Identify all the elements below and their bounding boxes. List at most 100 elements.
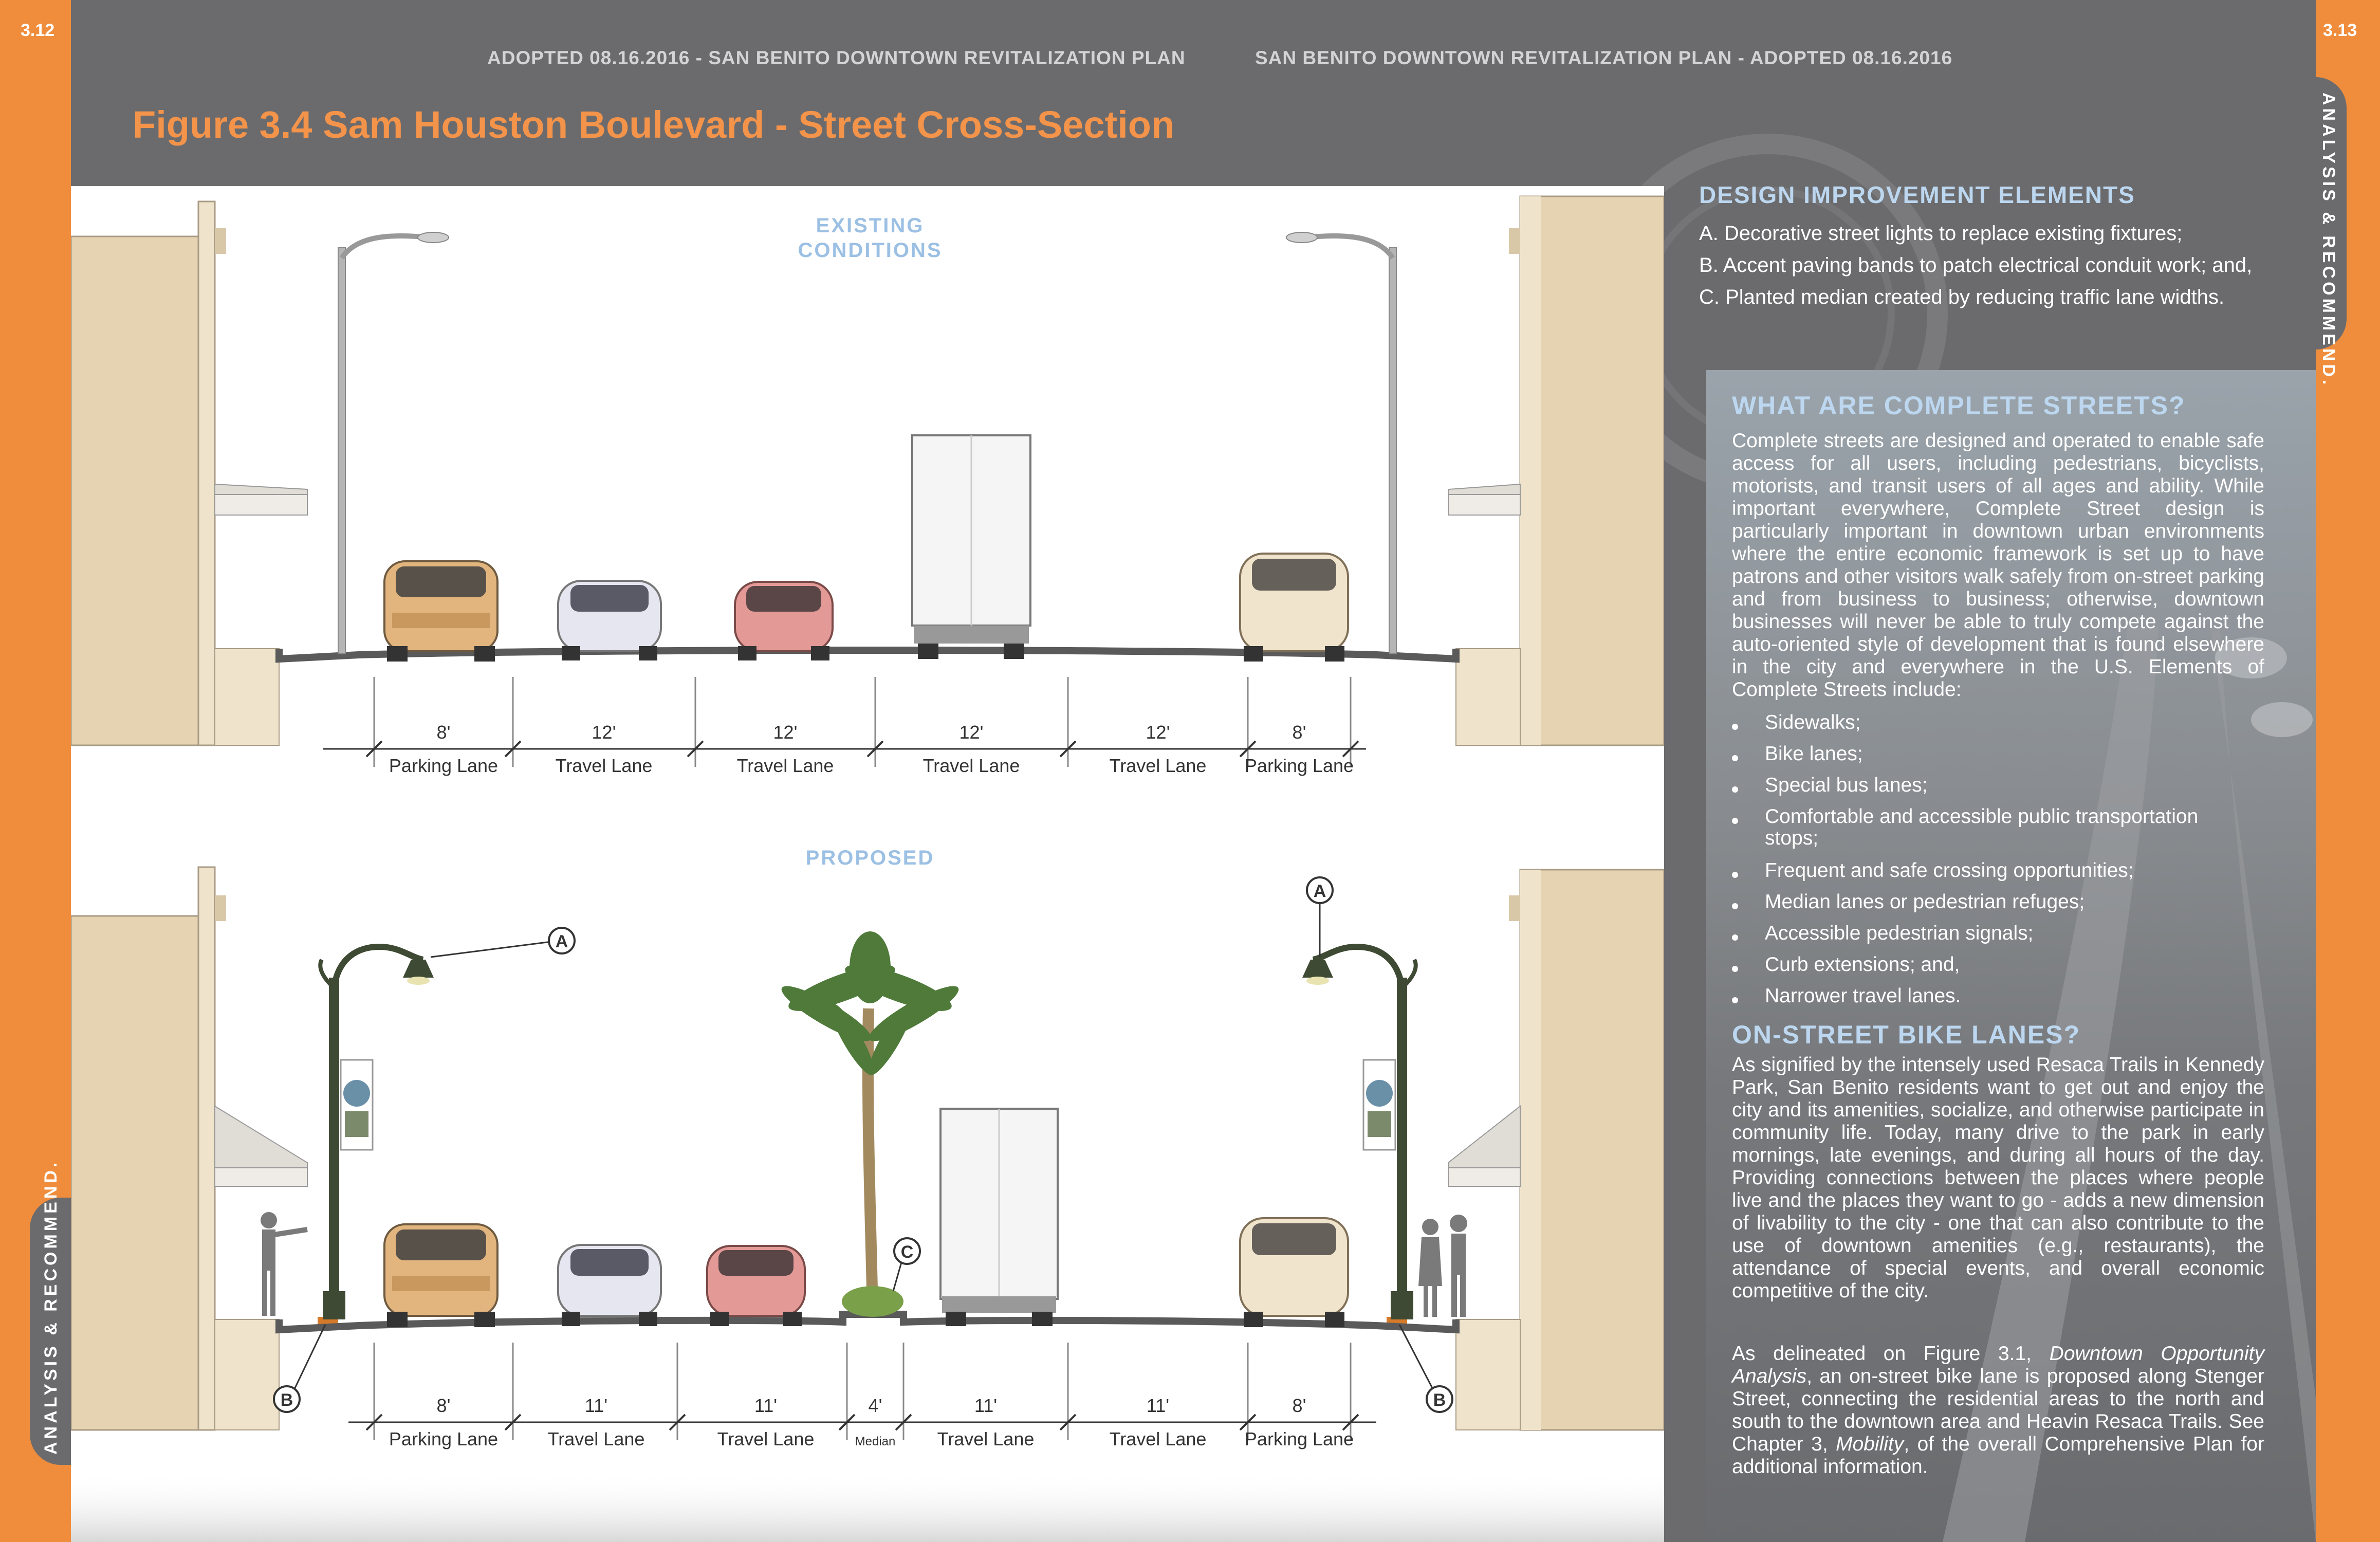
bullet-narrow-lanes: Narrower travel lanes. [1765, 985, 1961, 1007]
bullet-dot [1732, 997, 1738, 1003]
existing-road-surface [275, 647, 1460, 663]
existing-section: EXISTING CONDITIONS [71, 195, 1664, 776]
bullet-signals: Accessible pedestrian signals; [1765, 922, 2034, 944]
proposed-lane-2-width: 11' [585, 1395, 607, 1416]
existing-left-sidewalk [214, 648, 280, 746]
left-page-number: 3.12 [21, 21, 55, 40]
callout-b-right-letter: B [1433, 1390, 1446, 1410]
bullet-dot [1732, 903, 1738, 909]
bottom-fade [71, 1471, 1664, 1542]
existing-lane-1-width: 8' [437, 722, 451, 743]
proposed-label: PROPOSED [806, 847, 935, 869]
proposed-right-sidewalk [1455, 1319, 1521, 1430]
existing-lane-3-width: 12' [773, 722, 798, 743]
callout-c: C [892, 1237, 921, 1292]
callout-c-letter: C [901, 1242, 914, 1262]
bullet-bus-lanes: Special bus lanes; [1765, 774, 1928, 796]
existing-lane-6-name: Parking Lane [1245, 755, 1354, 776]
right-side-tab-label: ANALYSIS & RECOMMEND. [2319, 93, 2338, 388]
proposed-left-sidewalk [214, 1319, 280, 1430]
existing-lane-2-name: Travel Lane [556, 755, 653, 776]
proposed-lane-1-name: Parking Lane [389, 1428, 498, 1449]
design-item-a: A. Decorative street lights to replace e… [1699, 222, 2183, 245]
pedestrian-couple-right [1418, 1215, 1467, 1317]
decorative-street-light-right [1302, 943, 1418, 1319]
bullet-dot [1732, 934, 1738, 941]
right-page-number: 3.13 [2323, 21, 2357, 40]
existing-street-light-left [338, 232, 449, 654]
proposed-lane-7-name: Parking Lane [1245, 1428, 1354, 1449]
cross-section-svg: EXISTING CONDITIONS [71, 195, 1664, 1542]
bullet-sidewalks: Sidewalks; [1765, 711, 1861, 733]
proposed-right-building [1448, 869, 1664, 1431]
existing-lane-5-width: 12' [1146, 722, 1170, 743]
bullet-curb-extensions: Curb extensions; and, [1765, 953, 1960, 976]
bullet-transit-stops: Comfortable and accessible public transp… [1765, 805, 2199, 849]
existing-truck [911, 434, 1031, 659]
proposed-lane-5-width: 11' [974, 1395, 997, 1416]
callout-b-right: B [1398, 1324, 1453, 1413]
pedestrian-left [261, 1212, 308, 1316]
bullet-crossings: Frequent and safe crossing opportunities… [1765, 859, 2134, 882]
existing-car-3 [734, 581, 834, 660]
design-item-c: C. Planted median created by reducing tr… [1699, 286, 2225, 308]
existing-lane-2-width: 12' [592, 722, 616, 743]
design-item-b: B. Accent paving bands to patch electric… [1699, 254, 2253, 277]
existing-dimension-ticks [365, 740, 1359, 758]
proposed-median-name: Median [855, 1435, 896, 1448]
proposed-car-3 [706, 1245, 806, 1326]
existing-lane-4-width: 12' [960, 722, 984, 743]
proposed-lane-3-width: 11' [754, 1395, 777, 1416]
text-run: , of the overall Comprehensive Plan for … [1732, 1433, 2264, 1478]
existing-left-building [71, 200, 308, 746]
proposed-lane-6-name: Travel Lane [1110, 1428, 1207, 1449]
header-left: ADOPTED 08.16.2016 - SAN BENITO DOWNTOWN… [487, 47, 1186, 68]
existing-lane-3-name: Travel Lane [737, 755, 834, 776]
figure-reference: Downtown Opportunity Analysis [1732, 1343, 2264, 1387]
median-palm-tree [781, 931, 959, 1317]
proposed-dimension-ticks [365, 1414, 1359, 1431]
existing-lane-labels: 8' Parking Lane 12' Travel Lane 12' Trav… [389, 722, 1354, 776]
proposed-lane-6-width: 11' [1147, 1395, 1169, 1416]
left-side-tab-label: ANALYSIS & RECOMMEND. [41, 1159, 61, 1455]
left-side-tab [30, 1198, 71, 1465]
complete-streets-heading: WHAT ARE COMPLETE STREETS? [1732, 391, 2186, 420]
bullet-dot [1732, 818, 1738, 824]
callout-b-left-letter: B [281, 1390, 293, 1410]
existing-lane-dividers [373, 677, 1352, 767]
callout-b-left: B [273, 1324, 326, 1413]
existing-suv-left [383, 560, 499, 662]
existing-lane-4-name: Travel Lane [923, 755, 1020, 776]
right-side-tab [2316, 77, 2347, 350]
callout-a-right-letter: A [1314, 882, 1326, 901]
existing-suv-right [1239, 553, 1349, 662]
callout-a-right: A [1306, 876, 1334, 957]
existing-lane-5-name: Travel Lane [1110, 755, 1207, 776]
street-photo-background [1706, 370, 2316, 1542]
existing-lane-1-name: Parking Lane [389, 755, 498, 776]
proposed-section: PROPOSED [71, 847, 1664, 1449]
callout-a-left: A [430, 927, 576, 958]
chapter-reference: Mobility [1836, 1433, 1904, 1455]
existing-lane-6-width: 8' [1293, 722, 1306, 743]
figure-title: Figure 3.4 Sam Houston Boulevard - Stree… [133, 103, 1175, 146]
proposed-lane-labels: 8' Parking Lane 11' Travel Lane 11' Trav… [389, 1395, 1354, 1449]
bullet-dot [1732, 872, 1738, 878]
complete-streets-body: Complete streets are designed and operat… [1732, 430, 2264, 701]
bullet-dot [1732, 966, 1738, 972]
proposed-lane-3-name: Travel Lane [717, 1428, 815, 1449]
proposed-lane-dividers [373, 1343, 1352, 1440]
bike-lanes-body-2: As delineated on Figure 3.1, Downtown Op… [1732, 1343, 2264, 1478]
existing-label-2: CONDITIONS [798, 239, 942, 262]
design-elements-heading: DESIGN IMPROVEMENT ELEMENTS [1699, 181, 2135, 208]
text-run: As delineated on Figure 3.1, [1732, 1343, 2050, 1365]
bullet-bike-lanes: Bike lanes; [1765, 743, 1863, 765]
proposed-lane-1-width: 8' [437, 1395, 451, 1416]
proposed-car-2 [557, 1244, 662, 1326]
proposed-lane-2-name: Travel Lane [548, 1428, 645, 1449]
proposed-lane-7-width: 8' [1293, 1395, 1306, 1416]
existing-label-1: EXISTING [816, 214, 925, 237]
proposed-left-building [71, 866, 308, 1431]
bike-lanes-body: As signified by the intensely used Resac… [1732, 1054, 2264, 1302]
